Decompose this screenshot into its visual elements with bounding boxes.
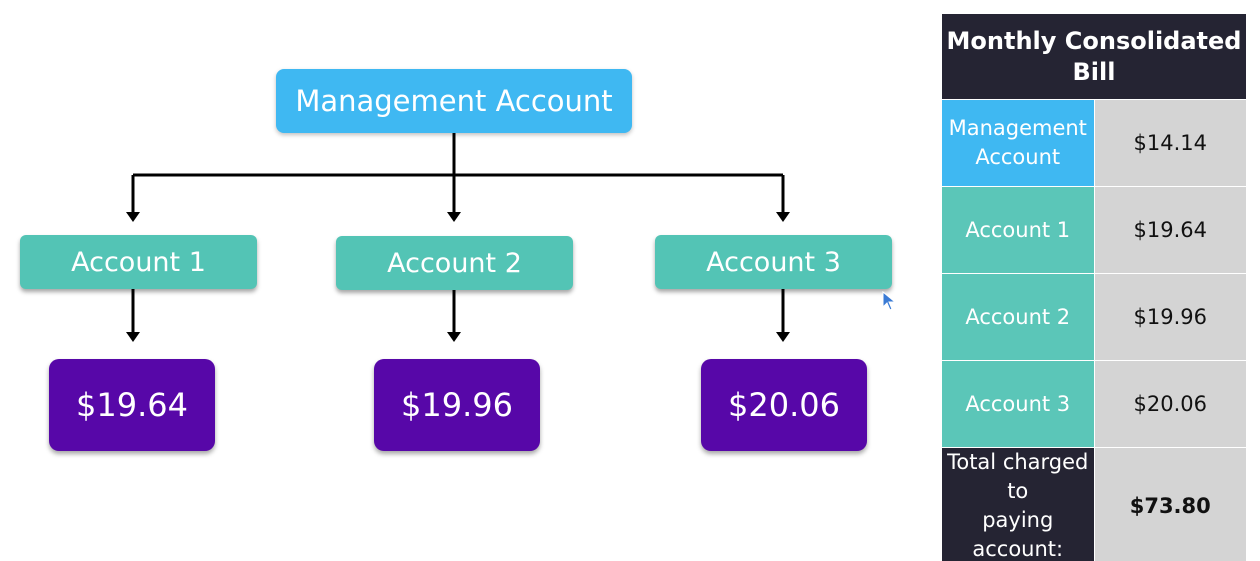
bill-title-line-2: Bill: [1072, 57, 1116, 86]
account-3-cost-box: $20.06: [701, 359, 867, 451]
account-3-box: Account 3: [655, 235, 892, 289]
table-row: Account 2 $19.96: [941, 273, 1247, 361]
bill-row-name: Account 3: [941, 360, 1095, 448]
mouse-pointer-icon: [882, 291, 897, 311]
account-1-label: Account 1: [71, 246, 206, 278]
account-2-cost-box: $19.96: [374, 359, 540, 451]
bill-title: Monthly Consolidated Bill: [941, 13, 1247, 100]
arrowhead-account-3: [776, 212, 790, 222]
management-account-box: Management Account: [276, 69, 632, 133]
total-label: Total charged to paying account:: [941, 447, 1095, 561]
account-2-box: Account 2: [336, 236, 573, 290]
bill-row-name: Account 2: [941, 273, 1095, 361]
bill-row-name: Management Account: [941, 99, 1095, 187]
management-account-label: Management Account: [295, 84, 613, 118]
arrowhead-cost-3: [776, 332, 790, 342]
bill-row-amount: $14.14: [1093, 99, 1247, 187]
arrowhead-cost-1: [126, 332, 140, 342]
account-3-cost: $20.06: [728, 386, 840, 424]
total-amount: $73.80: [1093, 447, 1247, 561]
bill-row-amount: $20.06: [1093, 360, 1247, 448]
arrowhead-cost-2: [447, 332, 461, 342]
account-1-cost: $19.64: [76, 386, 188, 424]
account-2-cost: $19.96: [401, 386, 513, 424]
bill-title-line-1: Monthly Consolidated: [946, 26, 1242, 55]
bill-row-name: Account 1: [941, 186, 1095, 274]
bill-row-amount: $19.96: [1093, 273, 1247, 361]
bill-row-name-line-2: Account: [975, 145, 1061, 169]
account-1-cost-box: $19.64: [49, 359, 215, 451]
monthly-consolidated-bill-table: Monthly Consolidated Bill Management Acc…: [941, 13, 1247, 561]
account-1-box: Account 1: [20, 235, 257, 289]
total-label-line-1: Total charged to: [947, 450, 1089, 503]
table-row-total: Total charged to paying account: $73.80: [941, 447, 1247, 561]
bill-row-name-line-1: Management: [948, 116, 1087, 140]
total-label-line-2: paying account:: [972, 508, 1064, 561]
table-row: Account 3 $20.06: [941, 360, 1247, 448]
bill-row-amount: $19.64: [1093, 186, 1247, 274]
account-3-label: Account 3: [706, 246, 841, 278]
arrowhead-account-2: [447, 212, 461, 222]
table-row: Account 1 $19.64: [941, 186, 1247, 274]
arrowhead-account-1: [126, 212, 140, 222]
account-2-label: Account 2: [387, 247, 522, 279]
table-row: Management Account $14.14: [941, 99, 1247, 187]
